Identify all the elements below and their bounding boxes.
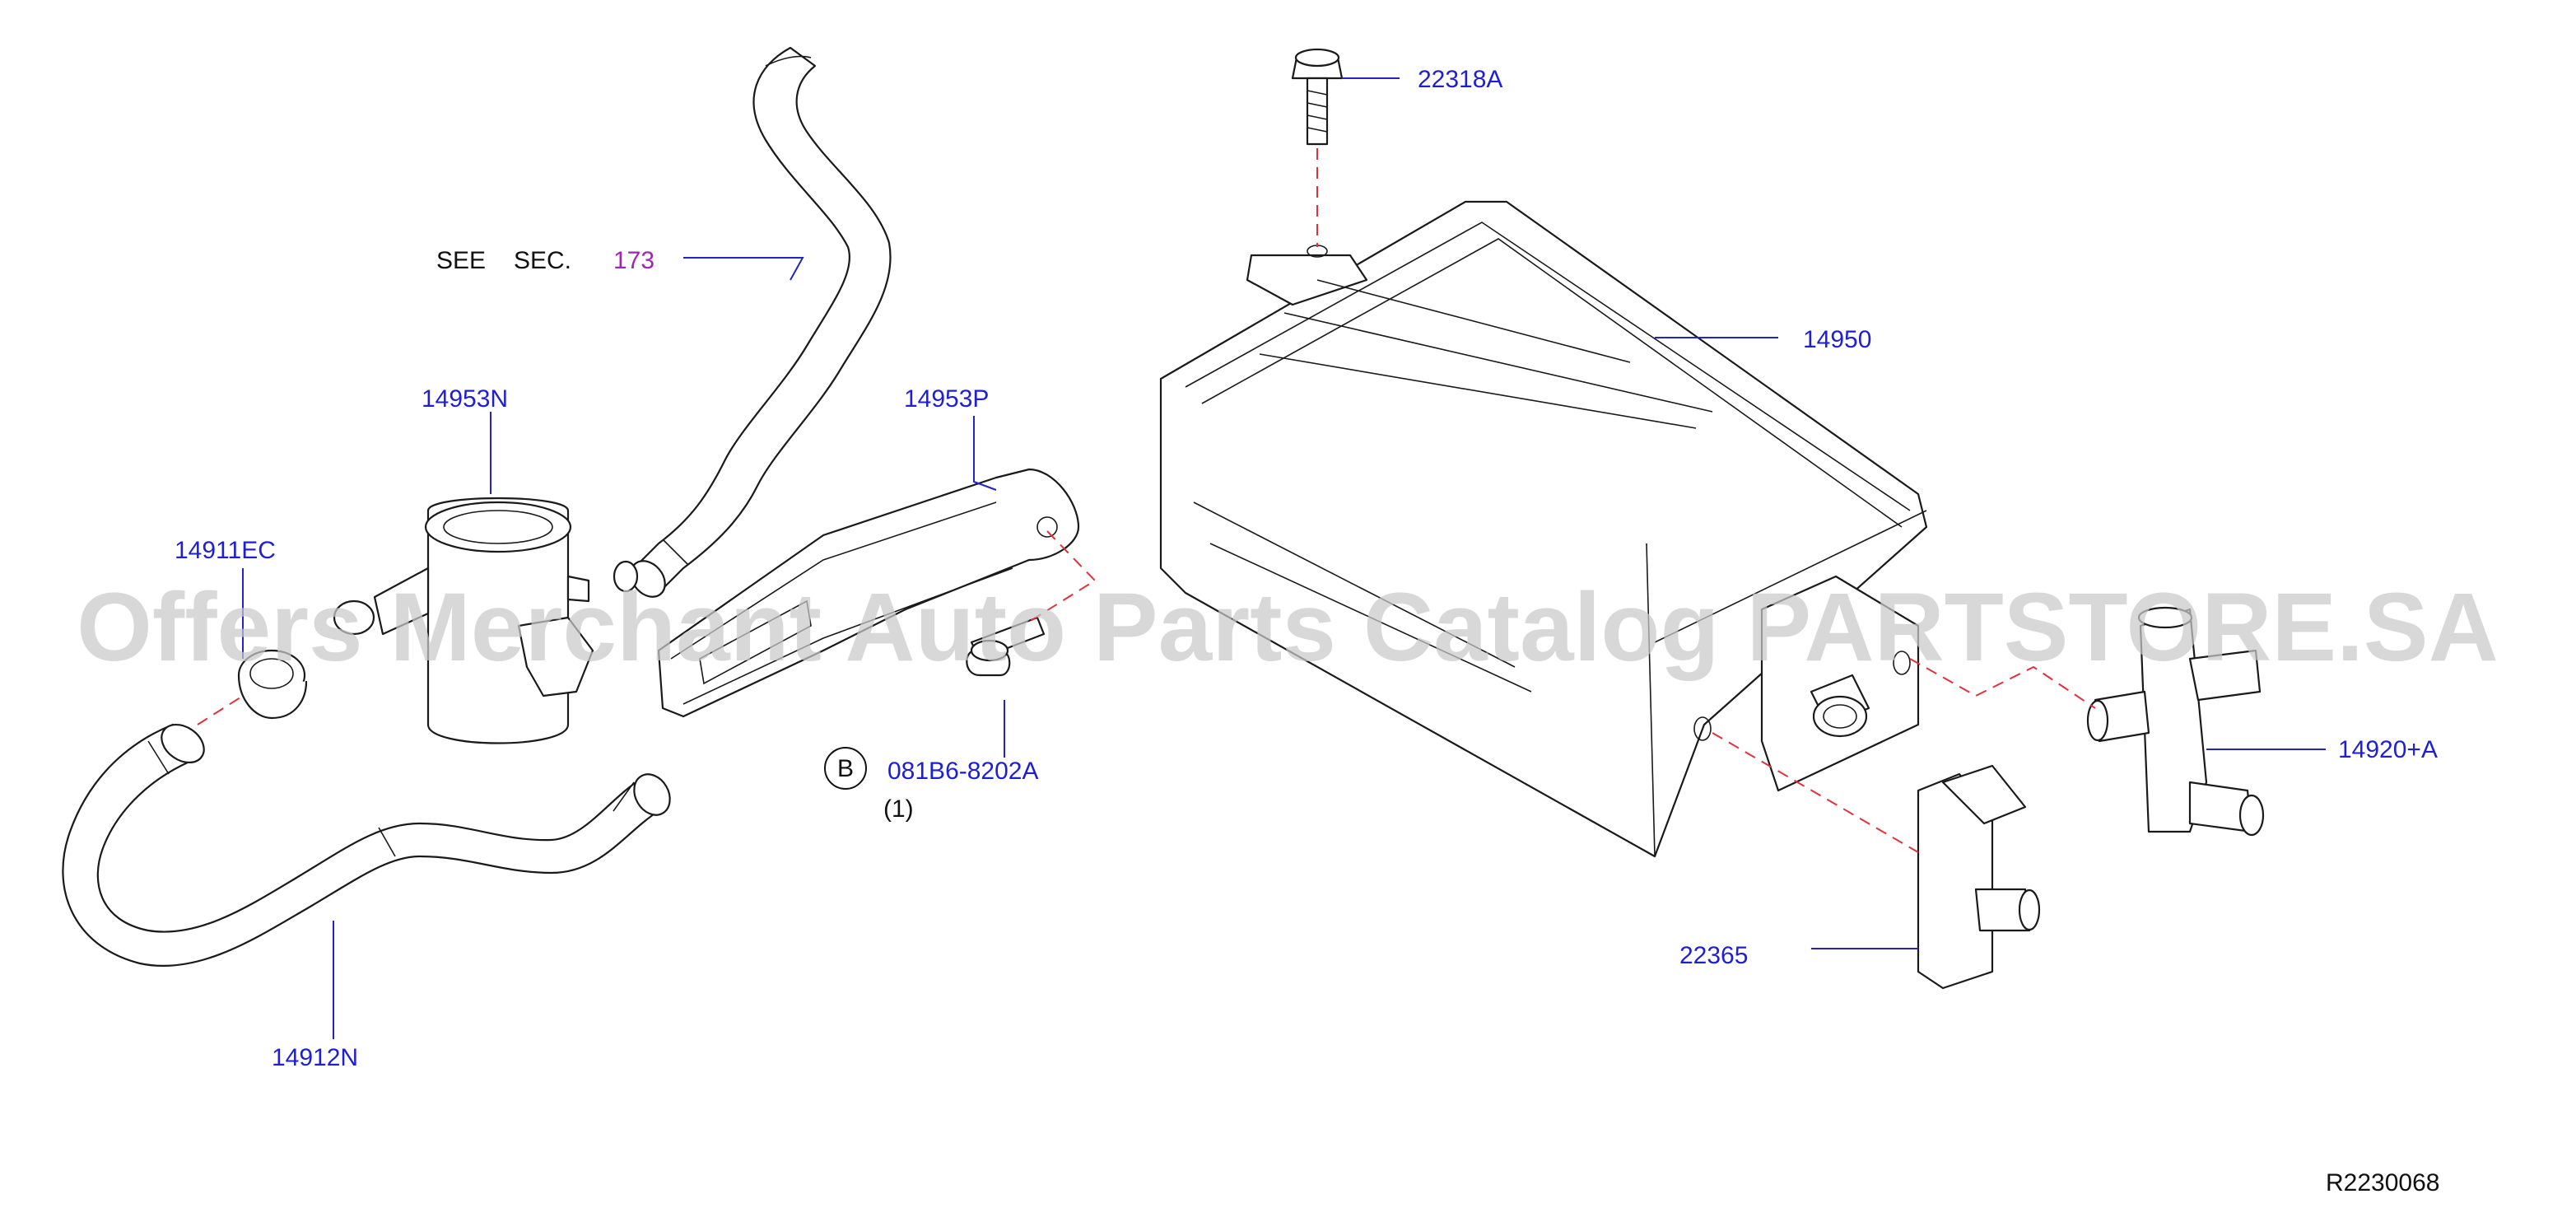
label-081B6-8202A[interactable]: 081B6-8202A	[887, 758, 1039, 785]
b-marker: B	[824, 747, 867, 790]
label-22365[interactable]: 22365	[1679, 942, 1748, 969]
label-22318A[interactable]: 22318A	[1418, 66, 1502, 93]
label-14950[interactable]: 14950	[1803, 326, 1871, 353]
lower-hose-14912N	[62, 723, 671, 968]
bracket-14953P	[657, 468, 1080, 718]
label-sec: SEC.	[514, 247, 571, 274]
bolt-22318A	[1291, 48, 1344, 146]
label-14920A[interactable]: 14920+A	[2338, 736, 2438, 763]
label-14953N[interactable]: 14953N	[422, 385, 508, 413]
watermark: Offers Merchant Auto Parts Catalog PARTS…	[77, 573, 2499, 682]
leader-lines	[242, 77, 2326, 1039]
label-see: SEE	[436, 247, 486, 274]
diagram-code: R2230068	[2326, 1169, 2439, 1196]
b-marker-letter: B	[837, 755, 854, 782]
label-quantity: (1)	[883, 795, 914, 823]
bolt-081B6-8202A	[966, 616, 1046, 677]
upper-hose	[630, 46, 892, 598]
label-14953P[interactable]: 14953P	[904, 385, 989, 413]
alignment-lines	[197, 148, 2096, 853]
valve-14920A	[2086, 606, 2265, 837]
label-14912N[interactable]: 14912N	[272, 1044, 358, 1071]
label-14911EC[interactable]: 14911EC	[175, 537, 276, 564]
clamp-14911EC	[237, 649, 308, 720]
labels: SEE SEC. 173 22318A 14950 14953N 14953P …	[175, 66, 2439, 1196]
sensor-22365	[1917, 764, 2041, 990]
label-sec-number[interactable]: 173	[613, 247, 654, 274]
pipe-14953N	[333, 497, 639, 744]
canister-14950	[1159, 200, 1928, 858]
